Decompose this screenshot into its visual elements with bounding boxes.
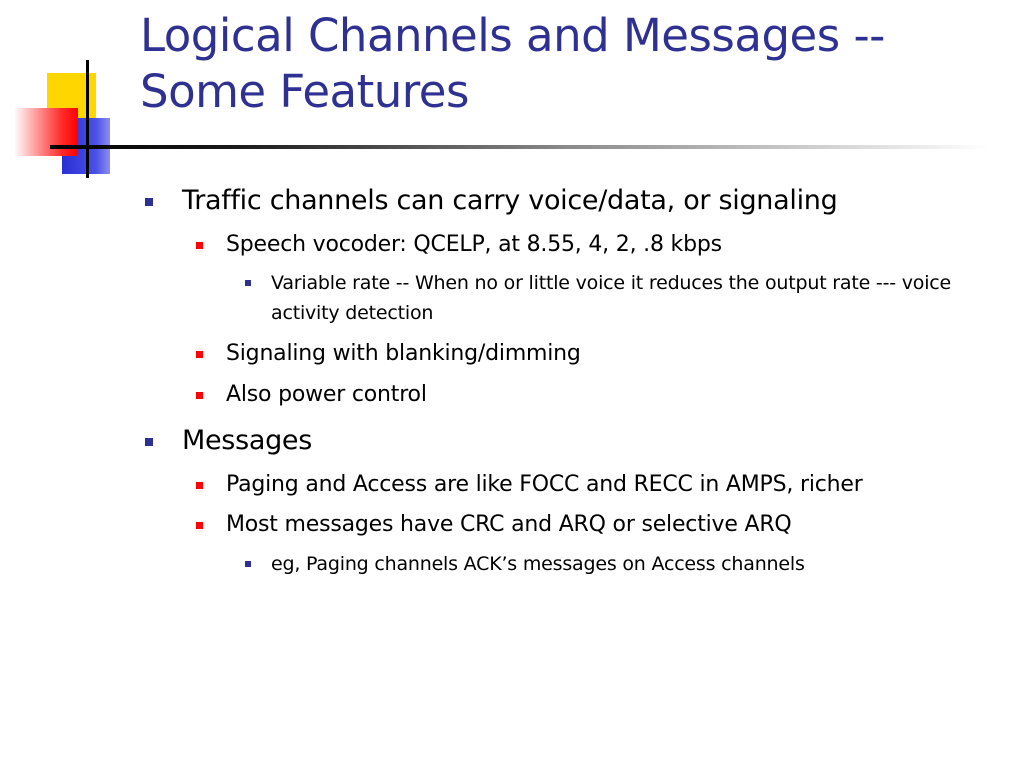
bullet-text: Also power control [226,382,427,407]
bullet-text: Signaling with blanking/dimming [226,341,581,366]
title-underline [50,145,990,149]
square-bullet-icon [196,482,203,489]
bullet-text: Paging and Access are like FOCC and RECC… [226,472,863,497]
vertical-line [86,60,89,178]
square-bullet-icon [196,242,203,249]
sub-sub-bullet-item: Variable rate -- When no or little voice… [245,268,961,328]
sub-bullet-item: Most messages have CRC and ARQ or select… [196,511,1006,539]
bullet-text: Speech vocoder: QCELP, at 8.55, 4, 2, .8… [226,232,722,257]
bullet-text: Most messages have CRC and ARQ or select… [226,512,792,537]
sub-bullet-item: Speech vocoder: QCELP, at 8.55, 4, 2, .8… [196,231,1006,259]
square-bullet-icon [196,392,203,399]
sub-sub-bullet-item: eg, Paging channels ACK’s messages on Ac… [245,549,961,579]
sub-bullet-item: Also power control [196,381,1006,409]
sub-bullet-item: Paging and Access are like FOCC and RECC… [196,471,1006,499]
sub-bullet-item: Signaling with blanking/dimming [196,340,1006,368]
bullet-text: Traffic channels can carry voice/data, o… [182,185,838,216]
bullet-item: Traffic channels can carry voice/data, o… [145,184,1002,218]
bullet-text: eg, Paging channels ACK’s messages on Ac… [271,553,805,575]
square-bullet-icon [196,522,203,529]
square-bullet-icon [245,280,251,286]
square-bullet-icon [145,198,153,206]
square-bullet-icon [145,438,153,446]
bullet-text: Variable rate -- When no or little voice… [271,272,952,324]
square-bullet-icon [245,561,251,567]
square-bullet-icon [196,351,203,358]
bullet-text: Messages [182,425,313,456]
bullet-item: Messages [145,424,1002,458]
slide-title: Logical Channels and Messages -- Some Fe… [140,9,885,118]
